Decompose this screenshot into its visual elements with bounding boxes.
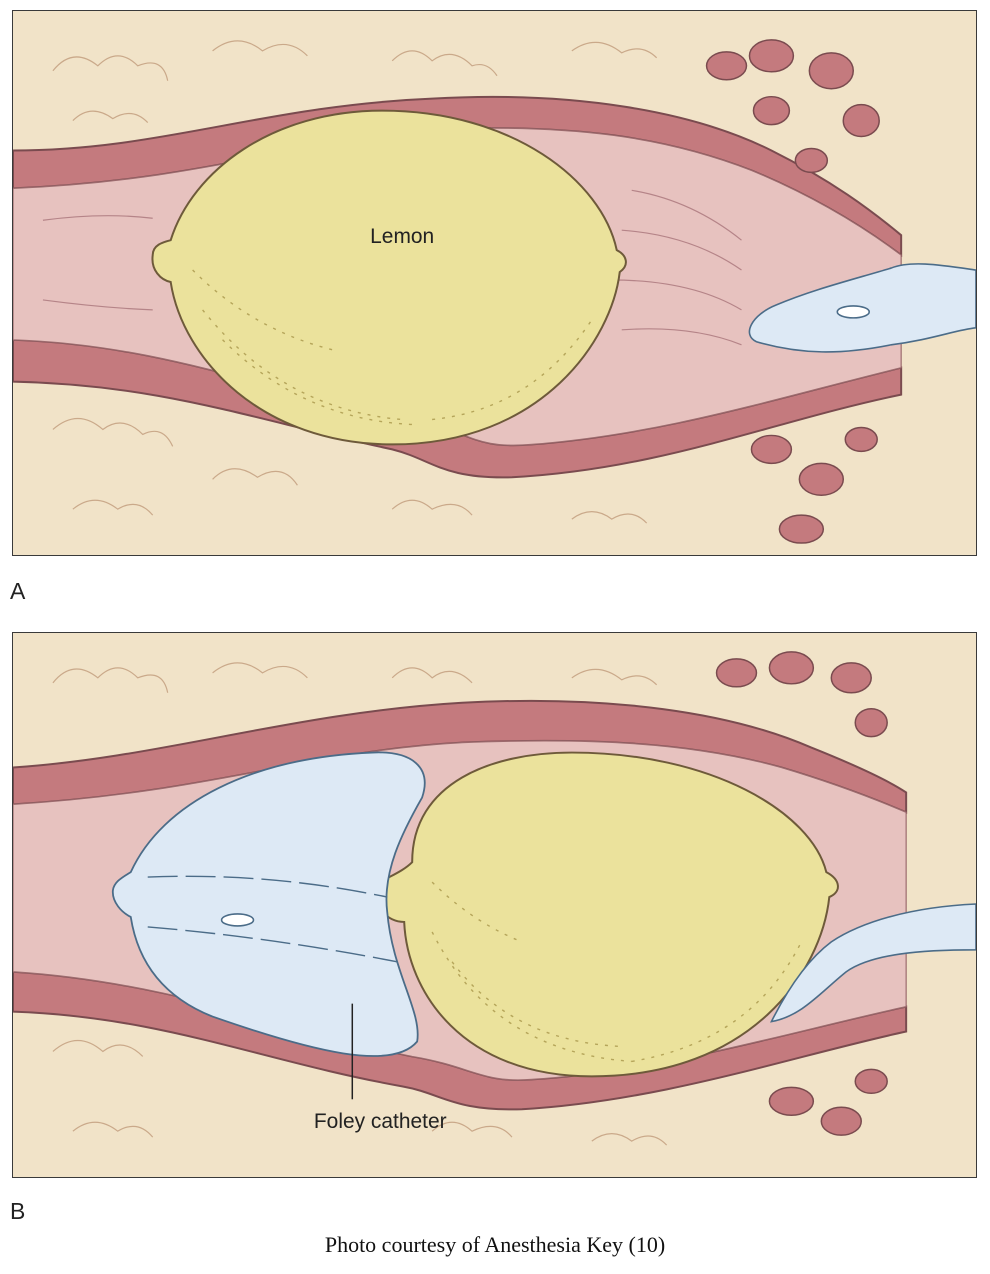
panel-b-drawing: Foley catheter (13, 651, 976, 1146)
lemon-texture (192, 269, 593, 426)
fat-tissue (52, 662, 668, 1146)
catheter-eyelet (220, 913, 255, 927)
panel-b-letter: B (10, 1198, 26, 1224)
fat-tissue (52, 40, 658, 524)
panel-a-illustration: Lemon (12, 10, 977, 556)
foley-balloon (111, 751, 426, 1057)
lemon-texture (431, 881, 802, 1063)
panel-b-illustration: Foley catheter (12, 632, 977, 1178)
panel-a-letter: A (10, 578, 26, 604)
catheter-eyelet (836, 305, 871, 319)
photo-credit: Photo courtesy of Anesthesia Key (10) (324, 1232, 666, 1257)
muscle-bundles (715, 651, 888, 1136)
catheter-label: Foley catheter (314, 1110, 447, 1133)
canal-folds (42, 189, 742, 346)
lemon-label: Lemon (370, 225, 434, 248)
lemon (151, 109, 627, 446)
balloon-seams (147, 875, 398, 963)
panel-a-drawing: Lemon (13, 39, 976, 544)
muscle-bundles (705, 39, 880, 544)
catheter-tube (770, 903, 976, 1023)
